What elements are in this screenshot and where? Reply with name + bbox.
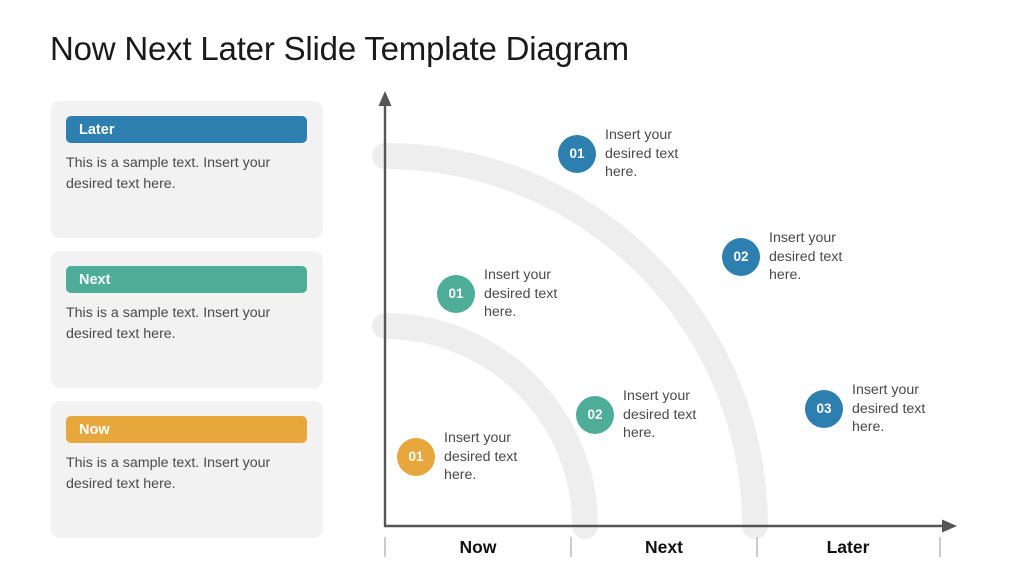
marker-later-01-text: Insert your desired text here. [605, 127, 679, 180]
x-axis-label-later: Later [826, 537, 870, 557]
x-axis-ticks [384, 537, 941, 557]
marker-later-02-badge: 02 [722, 237, 760, 276]
cards-column: Later This is a sample text. Insert your… [51, 101, 323, 551]
x-axis [384, 519, 957, 533]
x-axis-label-next: Next [645, 537, 683, 557]
chart-canvas [372, 91, 957, 557]
marker-next-01-text: Insert your desired text here. [484, 267, 558, 320]
card-now-body: This is a sample text. Insert your desir… [66, 455, 271, 492]
marker-later-01[interactable]: 01 Insert your desired text here. [558, 126, 687, 182]
marker-now-01-badge: 01 [397, 437, 435, 476]
x-axis-label-now: Now [459, 537, 497, 557]
card-next-label: Next [79, 271, 111, 288]
now-next-later-chart: 01 Insert your desired text here. 02 Ins… [350, 80, 1010, 570]
inner-arc-icon [372, 313, 598, 539]
card-next-header: Next [66, 266, 307, 293]
y-axis [378, 91, 392, 526]
card-next-body: This is a sample text. Insert your desir… [66, 305, 271, 342]
marker-later-03-badge: 03 [805, 389, 843, 428]
card-now[interactable]: Now This is a sample text. Insert your d… [51, 401, 323, 538]
marker-now-01[interactable]: 01 Insert your desired text here. [397, 429, 526, 485]
card-next[interactable]: Next This is a sample text. Insert your … [51, 251, 323, 388]
marker-next-01[interactable]: 01 Insert your desired text here. [437, 266, 566, 322]
page-title: Now Next Later Slide Template Diagram [50, 30, 629, 67]
marker-next-02-badge: 02 [576, 395, 614, 434]
marker-next-02[interactable]: 02 Insert your desired text here. [576, 387, 705, 443]
marker-later-02[interactable]: 02 Insert your desired text here. [722, 229, 851, 285]
marker-later-03-text: Insert your desired text here. [852, 382, 926, 435]
card-now-label: Now [79, 421, 110, 438]
marker-now-01-text: Insert your desired text here. [444, 430, 518, 483]
marker-later-03[interactable]: 03 Insert your desired text here. [805, 381, 934, 437]
card-later[interactable]: Later This is a sample text. Insert your… [51, 101, 323, 238]
marker-later-01-badge: 01 [558, 134, 596, 173]
marker-later-02-text: Insert your desired text here. [769, 230, 843, 283]
outer-arc-icon [372, 143, 768, 539]
card-later-header: Later [66, 116, 307, 143]
card-now-header: Now [66, 416, 307, 443]
card-later-label: Later [79, 121, 115, 138]
arc-group [372, 143, 768, 539]
card-later-body: This is a sample text. Insert your desir… [66, 155, 271, 192]
marker-next-01-badge: 01 [437, 274, 475, 313]
marker-next-02-text: Insert your desired text here. [623, 388, 697, 441]
